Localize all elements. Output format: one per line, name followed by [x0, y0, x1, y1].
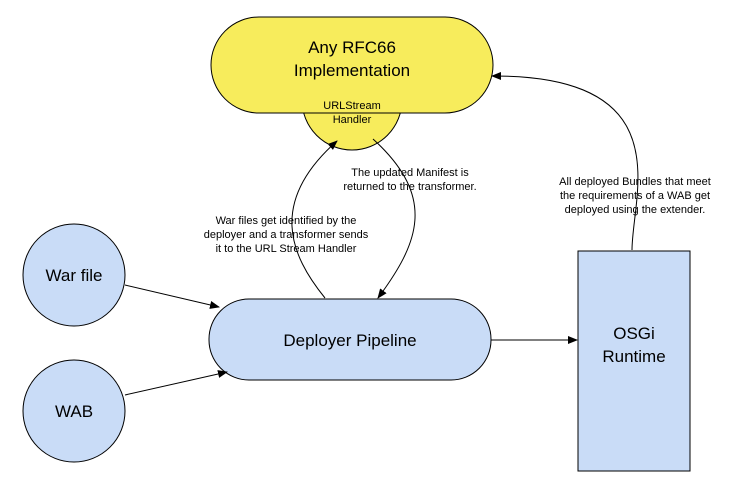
annotation-text: it to the URL Stream Handler	[216, 243, 357, 255]
annotation-war-to-handler: War files get identified by the deployer…	[204, 215, 369, 255]
osgi-runtime-label-line2: Runtime	[602, 347, 665, 366]
war-file-node[interactable]: War file	[22, 223, 126, 327]
annotation-text: the requirements of a WAB get	[560, 190, 710, 202]
osgi-runtime-node[interactable]: OSGi Runtime	[577, 250, 691, 472]
deployer-pipeline-label: Deployer Pipeline	[283, 331, 416, 350]
annotation-text: deployed using the extender.	[565, 204, 706, 216]
annotation-bundles-deploy: All deployed Bundles that meet the requi…	[559, 176, 711, 216]
war-file-shape	[22, 223, 126, 327]
war-file-label: War file	[46, 266, 103, 285]
osgi-runtime-label-line1: OSGi	[613, 324, 655, 343]
wab-node[interactable]: WAB	[22, 359, 126, 463]
pipeline-to-handler-arrow	[291, 140, 338, 299]
wab-shape	[22, 359, 126, 463]
url-stream-handler-label-line1: URLStream	[323, 100, 380, 112]
war-file-to-pipeline-arrow	[124, 284, 220, 309]
annotation-text: returned to the transformer.	[343, 181, 476, 193]
annotation-text: War files get identified by the	[216, 215, 357, 227]
deployer-pipeline-node[interactable]: Deployer Pipeline	[208, 298, 492, 381]
rfc66-implementation-node[interactable]: Any RFC66 Implementation	[210, 16, 494, 114]
url-stream-handler-label-line2: Handler	[333, 114, 372, 126]
wab-label: WAB	[55, 402, 93, 421]
rfc66-implementation-shape	[210, 16, 494, 114]
osgi-to-rfc66-arrow	[491, 71, 639, 251]
rfc66-title-line1: Any RFC66	[308, 38, 396, 57]
annotation-text: All deployed Bundles that meet	[559, 176, 711, 188]
annotation-manifest-return: The updated Manifest is returned to the …	[343, 167, 476, 193]
wab-to-pipeline-arrow	[124, 370, 228, 396]
rfc66-title-line2: Implementation	[294, 61, 410, 80]
handler-to-pipeline-arrow	[372, 138, 416, 299]
annotation-text: The updated Manifest is	[351, 167, 469, 179]
annotation-text: deployer and a transformer sends	[204, 229, 369, 241]
osgi-runtime-shape	[577, 250, 691, 472]
